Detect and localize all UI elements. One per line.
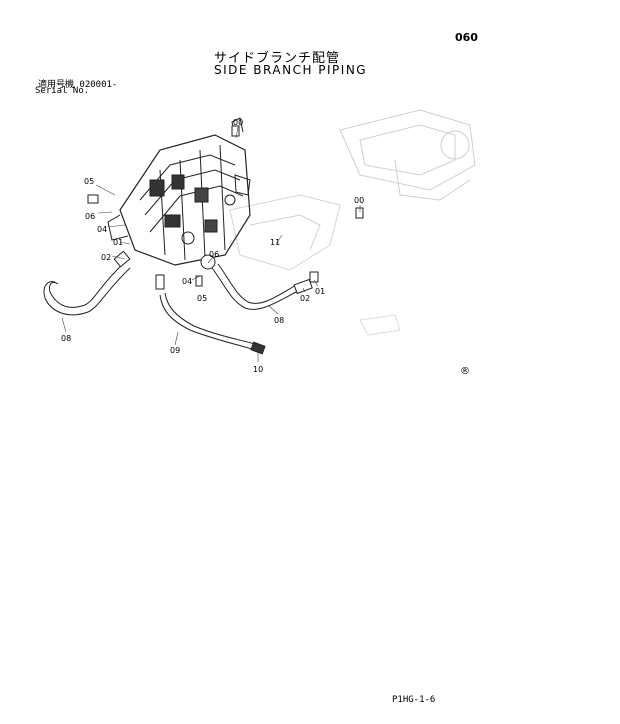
control-valve-assembly [107, 117, 251, 266]
callout-label: 05 [197, 294, 207, 303]
callout-label: 08 [61, 334, 71, 343]
callout-label: 01 [315, 287, 325, 296]
callout-label: 04 [182, 277, 192, 286]
callout-label: 06 [85, 212, 95, 221]
callout-label: 00 [233, 118, 243, 127]
serial-label-japanese: 適用号機 020001- [38, 80, 118, 90]
title-japanese: サイドブランチ配管 [214, 51, 341, 66]
callout-label: 02 [300, 294, 310, 303]
hose-09 [155, 274, 266, 355]
footer-code: P1HG-1-6 [392, 695, 436, 705]
hose-08-left [43, 250, 131, 316]
page-number: 060 [455, 31, 478, 44]
title-english: SIDE BRANCH PIPING [214, 63, 368, 77]
callout-label: 04 [97, 225, 107, 234]
fittings [87, 125, 364, 287]
background-machinery-drawing [229, 109, 476, 336]
serial-label-english: Serial No. [35, 86, 90, 96]
callout-label: 10 [253, 365, 263, 374]
callout-label: 05 [84, 177, 94, 186]
registered-mark: ® [460, 366, 470, 377]
callout-label: 08 [274, 316, 284, 325]
callout-label: 02 [101, 253, 111, 262]
leader-lines [61, 126, 361, 362]
callout-label: 09 [170, 346, 180, 355]
callout-label: 11 [270, 238, 280, 247]
callout-label: 00 [354, 196, 364, 205]
callout-label: 06 [209, 250, 219, 259]
callout-label: 01 [113, 238, 123, 247]
